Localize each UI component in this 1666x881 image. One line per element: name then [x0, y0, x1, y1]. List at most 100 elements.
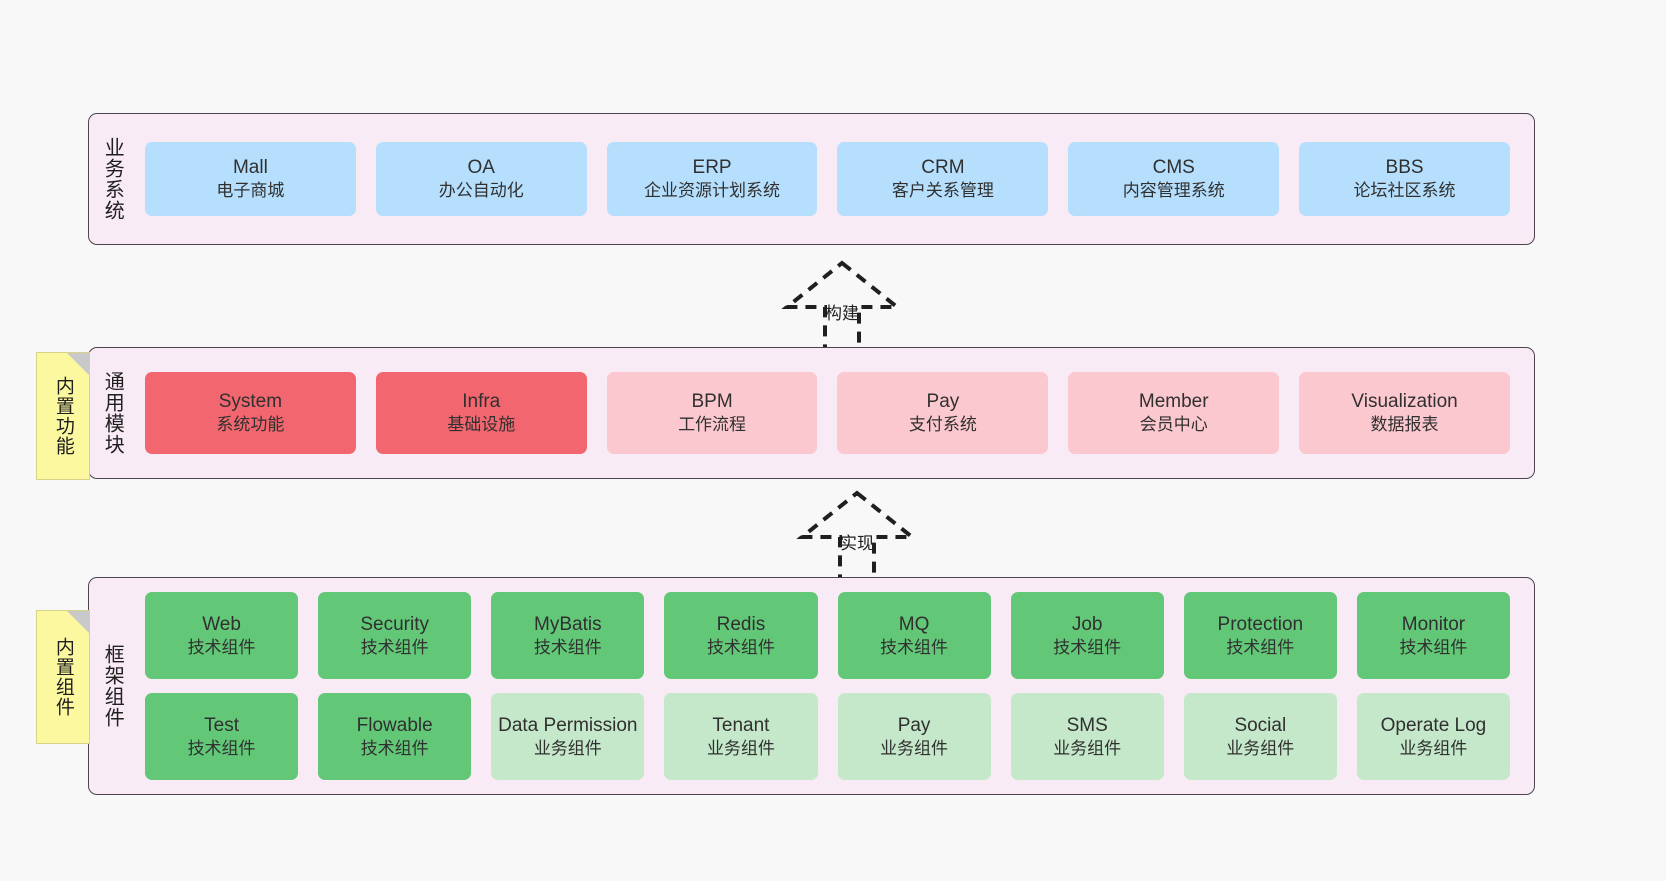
node-bpm[interactable]: BPM 工作流程 — [606, 372, 818, 454]
sticky-note-builtin-features[interactable]: 内置功能 — [36, 352, 90, 480]
framework-cell-data-permission: Data Permission 业务组件 — [481, 693, 654, 780]
node-mq[interactable]: MQ 技术组件 — [837, 592, 991, 679]
node-erp-en: ERP — [692, 157, 732, 179]
framework-cell-tenant: Tenant 业务组件 — [654, 693, 827, 780]
business-cell-erp: ERP 企业资源计划系统 — [597, 142, 828, 216]
node-system[interactable]: System 系统功能 — [145, 372, 356, 454]
node-crm[interactable]: CRM 客户关系管理 — [837, 142, 1049, 216]
node-web-cn: 技术组件 — [187, 637, 256, 657]
node-flowable-en: Flowable — [356, 714, 433, 736]
framework-cell-protection: Protection 技术组件 — [1174, 592, 1347, 679]
node-pay-module-cn: 支付系统 — [908, 415, 977, 435]
layer-common-modules[interactable]: 通用模块 System 系统功能 Infra 基础设施 — [88, 347, 1535, 479]
node-job-en: Job — [1071, 613, 1103, 635]
common-cell-infra: Infra 基础设施 — [366, 372, 597, 454]
node-bbs-en: BBS — [1385, 157, 1424, 179]
node-flowable-cn: 技术组件 — [360, 738, 429, 758]
node-tenant[interactable]: Tenant 业务组件 — [664, 693, 818, 780]
node-system-cn: 系统功能 — [216, 415, 285, 435]
node-web[interactable]: Web 技术组件 — [145, 592, 299, 679]
node-pay-component-en: Pay — [897, 714, 931, 736]
node-flowable[interactable]: Flowable 技术组件 — [318, 693, 472, 780]
node-redis-cn: 技术组件 — [706, 637, 775, 657]
node-mall-en: Mall — [232, 157, 268, 179]
node-crm-en: CRM — [921, 157, 965, 179]
node-data-permission-en: Data Permission — [498, 714, 638, 736]
node-social-en: Social — [1234, 714, 1287, 736]
node-data-permission[interactable]: Data Permission 业务组件 — [491, 693, 645, 780]
common-cell-system: System 系统功能 — [135, 372, 366, 454]
node-data-permission-cn: 业务组件 — [533, 738, 602, 758]
layer-title-business: 业务系统 — [101, 137, 124, 221]
layer-body-framework: Web 技术组件 Security 技术组件 MyBatis 技术组件 — [135, 578, 1534, 794]
node-test-cn: 技术组件 — [187, 738, 256, 758]
node-social[interactable]: Social 业务组件 — [1183, 693, 1337, 780]
framework-cell-test: Test 技术组件 — [135, 693, 308, 780]
node-mybatis[interactable]: MyBatis 技术组件 — [491, 592, 645, 679]
node-visualization[interactable]: Visualization 数据报表 — [1299, 372, 1510, 454]
framework-cell-operate-log: Operate Log 业务组件 — [1347, 693, 1520, 780]
common-cell-member: Member 会员中心 — [1058, 372, 1289, 454]
node-oa[interactable]: OA 办公自动化 — [375, 142, 587, 216]
business-cell-cms: CMS 内容管理系统 — [1058, 142, 1289, 216]
node-mybatis-cn: 技术组件 — [533, 637, 602, 657]
node-bpm-en: BPM — [691, 391, 733, 413]
business-system-row: Mall 电子商城 OA 办公自动化 ERP 企业资源计划系统 — [135, 142, 1520, 216]
common-cell-visualization: Visualization 数据报表 — [1289, 372, 1520, 454]
node-security-cn: 技术组件 — [360, 637, 429, 657]
node-tenant-en: Tenant — [712, 714, 770, 736]
node-monitor[interactable]: Monitor 技术组件 — [1356, 592, 1510, 679]
framework-cell-pay: Pay 业务组件 — [828, 693, 1001, 780]
node-security-en: Security — [360, 613, 429, 635]
framework-cell-mq: MQ 技术组件 — [828, 592, 1001, 679]
node-redis[interactable]: Redis 技术组件 — [664, 592, 818, 679]
node-erp[interactable]: ERP 企业资源计划系统 — [606, 142, 818, 216]
node-test[interactable]: Test 技术组件 — [145, 693, 299, 780]
node-pay-component-cn: 业务组件 — [880, 738, 949, 758]
framework-cell-redis: Redis 技术组件 — [654, 592, 827, 679]
node-monitor-cn: 技术组件 — [1399, 637, 1468, 657]
node-operate-log-cn: 业务组件 — [1399, 738, 1468, 758]
business-cell-bbs: BBS 论坛社区系统 — [1289, 142, 1520, 216]
node-operate-log[interactable]: Operate Log 业务组件 — [1356, 693, 1510, 780]
sticky-note-builtin-features-label: 内置功能 — [52, 376, 74, 456]
node-member[interactable]: Member 会员中心 — [1068, 372, 1280, 454]
layer-business-systems[interactable]: 业务系统 Mall 电子商城 OA 办公自动化 ERP — [88, 113, 1535, 245]
node-security[interactable]: Security 技术组件 — [318, 592, 472, 679]
framework-cell-sms: SMS 业务组件 — [1001, 693, 1174, 780]
sticky-note-builtin-components[interactable]: 内置组件 — [36, 610, 90, 744]
node-bpm-cn: 工作流程 — [678, 415, 747, 435]
node-bbs[interactable]: BBS 论坛社区系统 — [1299, 142, 1510, 216]
layer-framework-components[interactable]: 框架组件 Web 技术组件 Security 技术组件 — [88, 577, 1535, 795]
node-bbs-cn: 论坛社区系统 — [1353, 181, 1456, 201]
node-oa-en: OA — [467, 157, 495, 179]
node-infra-en: Infra — [462, 391, 501, 413]
node-social-cn: 业务组件 — [1226, 738, 1295, 758]
framework-cell-social: Social 业务组件 — [1174, 693, 1347, 780]
node-sms[interactable]: SMS 业务组件 — [1010, 693, 1164, 780]
framework-tech-row: Web 技术组件 Security 技术组件 MyBatis 技术组件 — [135, 592, 1520, 679]
common-module-row: System 系统功能 Infra 基础设施 BPM 工作流程 — [135, 372, 1520, 454]
node-infra[interactable]: Infra 基础设施 — [375, 372, 587, 454]
node-cms[interactable]: CMS 内容管理系统 — [1068, 142, 1280, 216]
node-cms-cn: 内容管理系统 — [1122, 181, 1225, 201]
node-sms-cn: 业务组件 — [1053, 738, 1122, 758]
node-pay-component[interactable]: Pay 业务组件 — [837, 693, 991, 780]
node-pay-module-en: Pay — [926, 391, 960, 413]
node-cms-en: CMS — [1152, 157, 1195, 179]
framework-cell-web: Web 技术组件 — [135, 592, 308, 679]
node-job[interactable]: Job 技术组件 — [1010, 592, 1164, 679]
node-mall-cn: 电子商城 — [216, 181, 285, 201]
node-member-cn: 会员中心 — [1139, 415, 1208, 435]
node-pay-module[interactable]: Pay 支付系统 — [837, 372, 1049, 454]
layer-body-common: System 系统功能 Infra 基础设施 BPM 工作流程 — [135, 348, 1534, 478]
node-web-en: Web — [202, 613, 241, 635]
layer-title-framework: 框架组件 — [101, 644, 124, 728]
business-cell-mall: Mall 电子商城 — [135, 142, 366, 216]
layer-body-business: Mall 电子商城 OA 办公自动化 ERP 企业资源计划系统 — [135, 114, 1534, 244]
node-protection-en: Protection — [1217, 613, 1304, 635]
node-infra-cn: 基础设施 — [447, 415, 516, 435]
node-mall[interactable]: Mall 电子商城 — [145, 142, 356, 216]
node-protection[interactable]: Protection 技术组件 — [1183, 592, 1337, 679]
